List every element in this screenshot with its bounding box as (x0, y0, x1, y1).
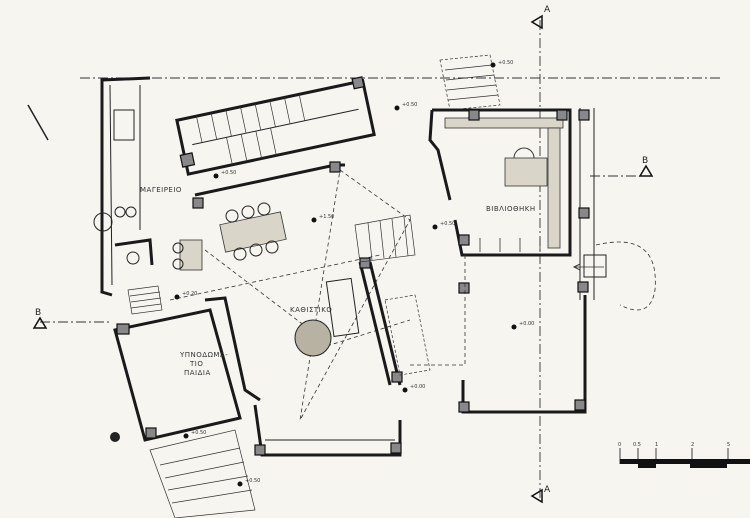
level-marker: +0.50 (394, 102, 417, 111)
level-markers: +0.50 +0.50 +0.50 +1.50 +0.50 +0.20 +0.0… (174, 60, 534, 487)
central-stair (354, 214, 431, 376)
kitchen: ΜΑΓΕΙΡΕΙΟ (93, 76, 182, 297)
dining-table (172, 202, 287, 271)
level-marker: +0.50 (237, 478, 260, 487)
scale-tick-label: 1 (655, 442, 658, 448)
section-label: B (642, 156, 648, 166)
svg-text:+0.50: +0.50 (221, 170, 236, 176)
svg-text:+0.50: +0.50 (245, 478, 260, 484)
library: ΒΙΒΛΙΟΘΗΚΗ (428, 108, 572, 257)
south-east-room (410, 255, 587, 414)
svg-text:+0.20: +0.20 (182, 291, 197, 297)
section-marker-a-top: A (530, 5, 551, 30)
svg-text:+0.00: +0.00 (410, 384, 425, 390)
room-label-library: ΒΙΒΛΙΟΘΗΚΗ (486, 205, 536, 213)
level-marker: +0.50 (432, 221, 455, 230)
svg-text:+0.50: +0.50 (191, 430, 206, 436)
scale-tick-label: 5 (727, 442, 730, 448)
room-label-bedroom: ΠΑΙΔΙΑ (184, 369, 211, 377)
scale-tick-label: 2 (691, 442, 694, 448)
upper-stair-block (175, 76, 376, 176)
svg-text:+0.50: +0.50 (498, 60, 513, 66)
level-marker: +0.00 (511, 321, 534, 330)
level-marker: +0.20 (174, 291, 197, 300)
bedroom: ΥΠΝΟΔΩΜΑ- ΤΙΟ ΠΑΙΔΙΑ (113, 296, 261, 442)
level-marker: +1.50 (311, 214, 334, 223)
north-arrow (27, 104, 49, 141)
level-marker: +0.50 (490, 60, 513, 68)
level-marker: +0.50 (183, 430, 206, 439)
svg-text:+0.50: +0.50 (440, 221, 455, 227)
section-label: A (544, 5, 551, 15)
section-marker-b-right: B (638, 156, 654, 177)
level-marker: +0.50 (213, 170, 236, 179)
scale-bar: 0 0.5 1 2 5 (618, 442, 750, 468)
living-room: ΚΑΘΙΣΤΙΚΟ (169, 161, 411, 421)
svg-text:+0.00: +0.00 (519, 321, 534, 327)
entrance (110, 404, 402, 457)
east-terrace (572, 108, 656, 311)
bottom-stair (149, 429, 256, 518)
room-label-living-room: ΚΑΘΙΣΤΙΚΟ (290, 306, 332, 314)
svg-text:+0.50: +0.50 (402, 102, 417, 108)
scale-tick-label: 0 (618, 442, 621, 448)
section-label: B (35, 308, 41, 318)
level-marker: +0.00 (402, 384, 425, 393)
external-stair-top (439, 54, 501, 111)
room-label-bedroom: ΥΠΝΟΔΩΜΑ- (179, 351, 228, 359)
scale-tick-label: 0.5 (633, 442, 641, 448)
section-marker-a-bottom: A (530, 485, 551, 504)
room-label-bedroom: ΤΙΟ (189, 360, 203, 368)
section-marker-b-left: B (32, 308, 48, 329)
svg-text:+1.50: +1.50 (319, 214, 334, 220)
section-label: A (544, 485, 551, 495)
left-stair (127, 285, 163, 315)
room-label-kitchen: ΜΑΓΕΙΡΕΙΟ (140, 186, 182, 194)
